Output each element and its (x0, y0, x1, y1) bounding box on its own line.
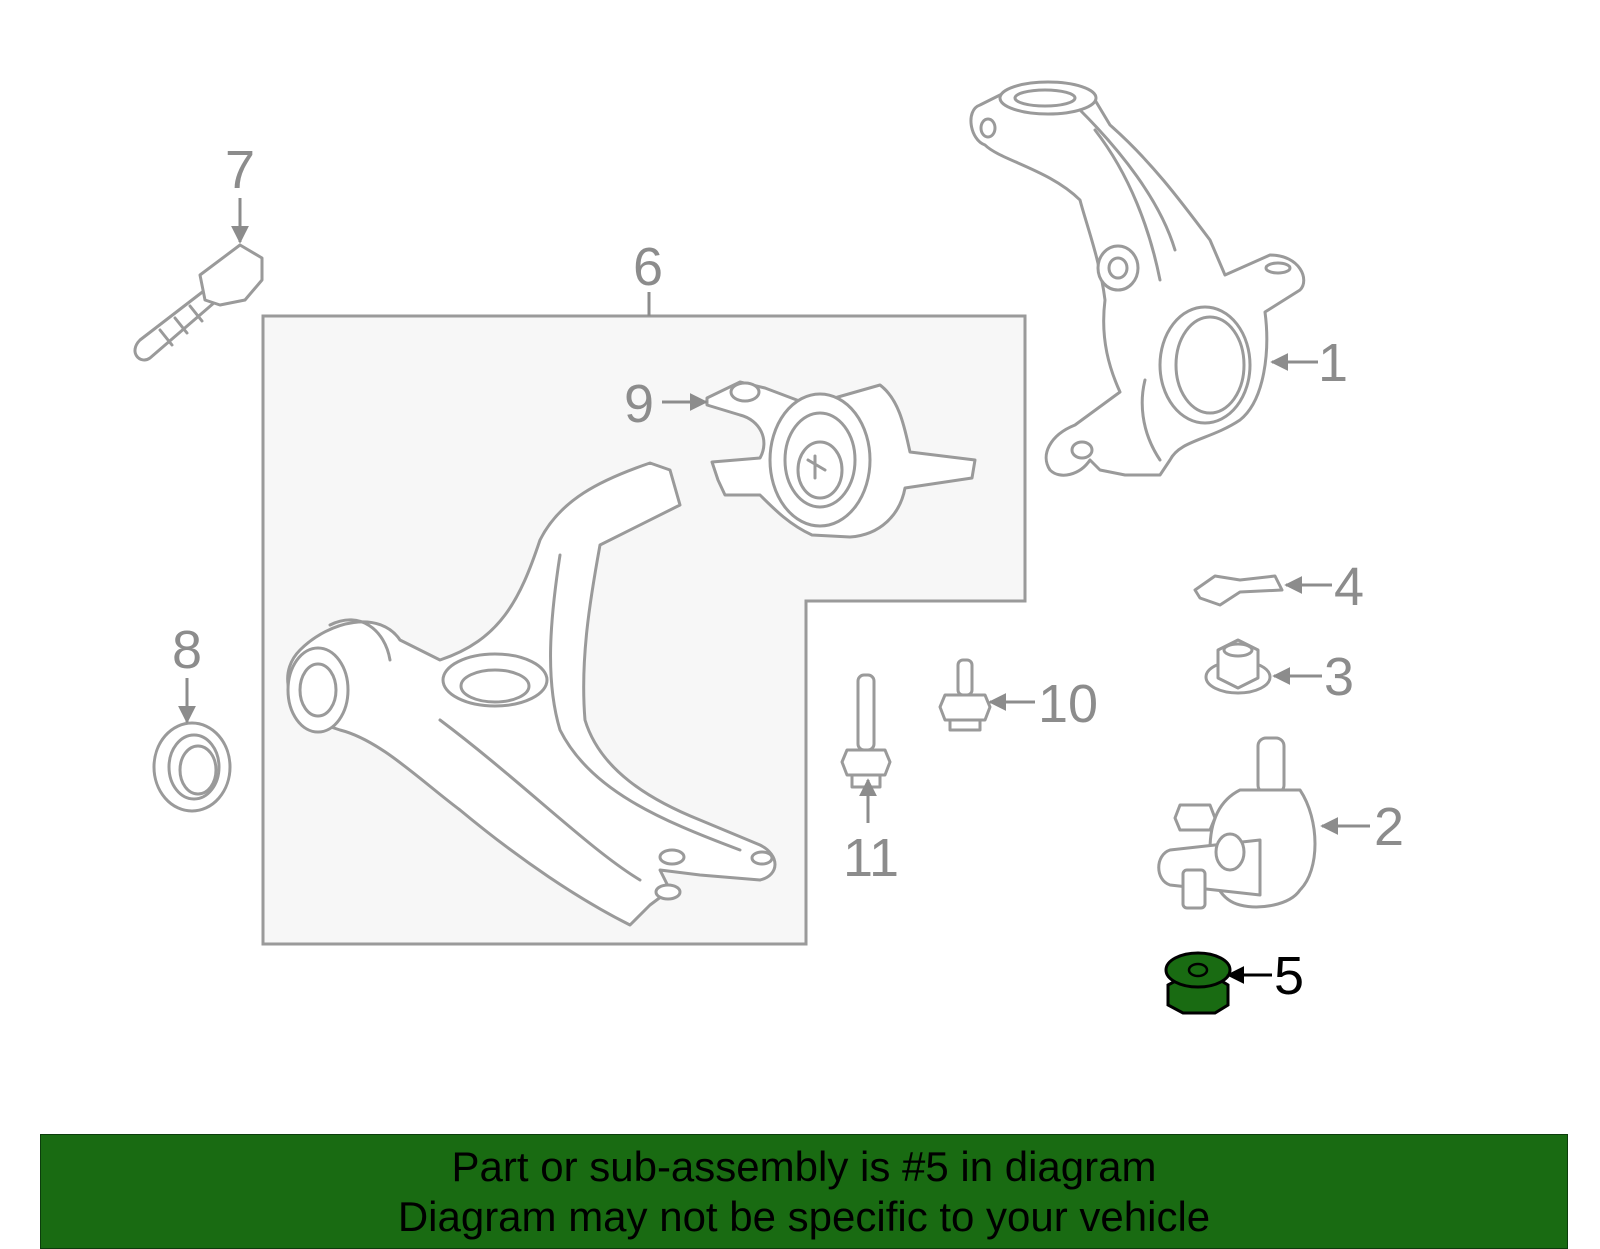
callout-5: 5 (1274, 946, 1304, 1006)
bushing (705, 380, 977, 539)
highlighted-nut-5 (1164, 951, 1232, 1015)
seal-ring (152, 721, 232, 813)
callout-4: 4 (1334, 557, 1364, 617)
bolt-11 (840, 673, 892, 789)
ball-joint (1157, 736, 1317, 910)
steering-knuckle (969, 80, 1306, 477)
callout-8: 8 (172, 620, 202, 680)
bolt-7 (133, 243, 264, 362)
callout-1: 1 (1318, 333, 1348, 393)
banner-line-2: Diagram may not be specific to your vehi… (397, 1192, 1211, 1240)
callout-7: 7 (225, 140, 255, 200)
lower-control-arm (286, 461, 777, 927)
info-banner: Part or sub-assembly is #5 in diagram Di… (40, 1134, 1568, 1249)
callout-6: 6 (633, 237, 663, 297)
banner-line-1: Part or sub-assembly is #5 in diagram (451, 1142, 1157, 1190)
callout-2: 2 (1374, 797, 1404, 857)
callout-9: 9 (624, 374, 654, 434)
callout-3: 3 (1324, 647, 1354, 707)
nut-3 (1204, 638, 1272, 695)
callout-11: 11 (843, 828, 899, 888)
callout-10: 10 (1038, 674, 1098, 734)
clip (1193, 574, 1284, 607)
bolt-10 (938, 658, 992, 732)
